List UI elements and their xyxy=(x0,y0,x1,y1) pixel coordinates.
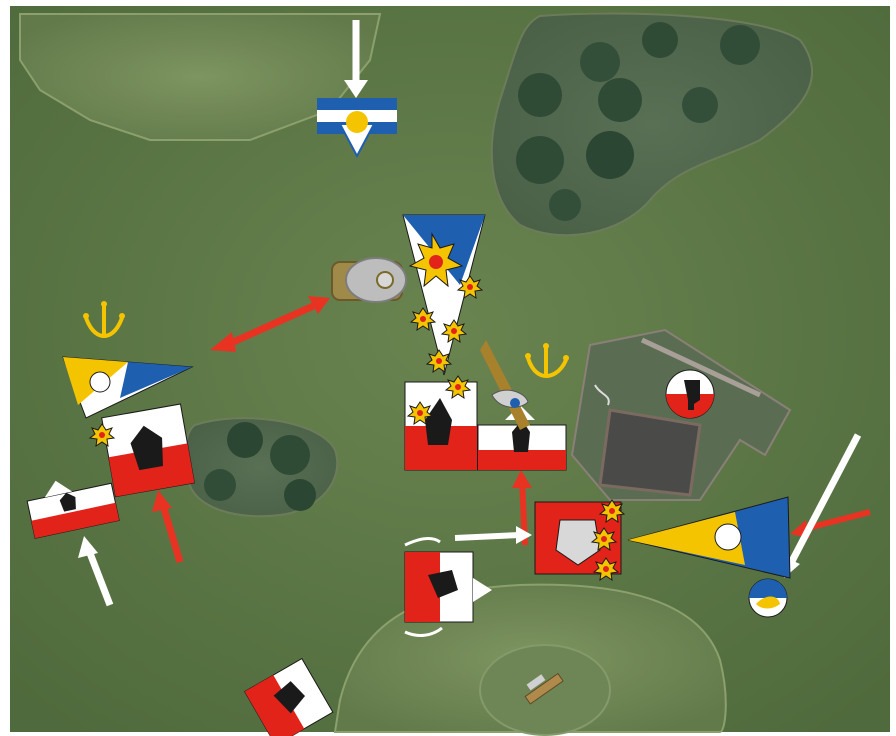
move-arrow-white-center xyxy=(455,535,520,538)
token-horn-round[interactable] xyxy=(749,579,787,617)
token-axe-round[interactable] xyxy=(666,370,714,418)
chalice-icon xyxy=(90,372,110,392)
unit-red-eagle-left-upper[interactable] xyxy=(102,404,195,497)
eagle-icon xyxy=(346,111,368,133)
unit-red-dragon-center[interactable] xyxy=(405,382,477,470)
face-icon xyxy=(715,524,741,550)
ruin-interior xyxy=(600,410,700,495)
unit-blue-war-wagon[interactable] xyxy=(332,258,406,302)
